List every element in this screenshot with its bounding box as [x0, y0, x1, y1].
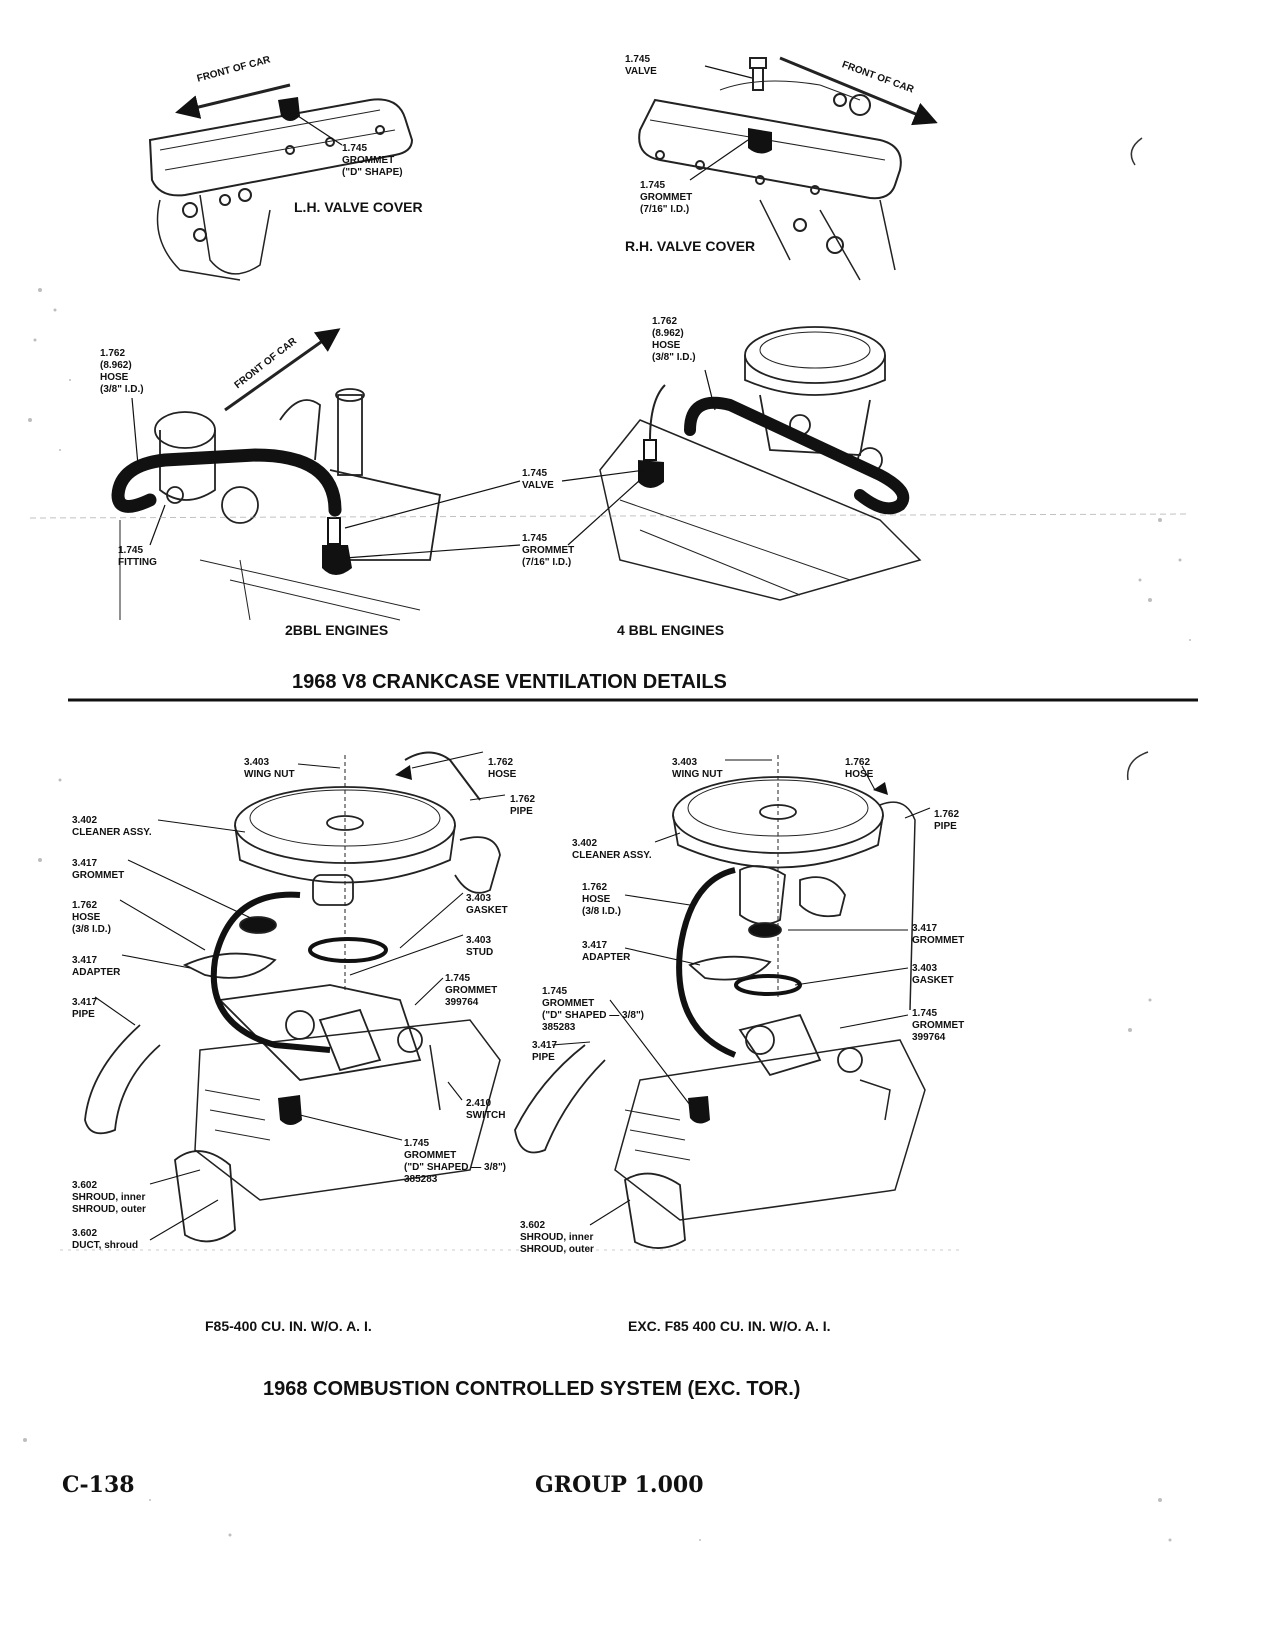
left-grommet-399764-label: 1.745 GROMMET 399764 — [445, 973, 498, 1008]
4bbl-grommet — [638, 460, 664, 488]
f85-d-grommet — [278, 1095, 302, 1125]
4bbl-engines-caption: 4 BBL ENGINES — [617, 622, 725, 638]
left-grommet-3417-label: 3.417 GROMMET — [72, 858, 125, 881]
right-cleaner-label: 3.402 CLEANER ASSY. — [572, 838, 652, 861]
right-hose-id-label: 1.762 HOSE (3/8 I.D.) — [582, 882, 621, 917]
left-switch-label: 2.410 SWITCH — [466, 1098, 506, 1121]
left-hose-id-label: 1.762 HOSE (3/8 I.D.) — [72, 900, 111, 935]
shared-valve-label: 1.745 VALVE — [522, 468, 554, 491]
f85-engine-drawing — [84, 751, 501, 1243]
2bbl-grommet — [322, 545, 352, 575]
right-grommet-d-label: 1.745 GROMMET ("D" SHAPED — 3/8") 385283 — [542, 986, 645, 1033]
right-shroud-label: 3.602 SHROUD, inner SHROUD, outer — [520, 1220, 594, 1255]
lh-d-grommet — [278, 97, 300, 121]
combustion-section-title: 1968 COMBUSTION CONTROLLED SYSTEM (EXC. … — [263, 1378, 801, 1400]
2bbl-fitting-label: 1.745 FITTING — [118, 545, 157, 568]
left-wing-nut-label: 3.403 WING NUT — [244, 757, 295, 780]
left-gasket-label: 3.403 GASKET — [466, 893, 508, 916]
lh-valve-cover-caption: L.H. VALVE COVER — [294, 199, 423, 215]
lh-grommet-label: 1.745 GROMMET ("D" SHAPE) — [342, 143, 403, 178]
2bbl-engines-caption: 2BBL ENGINES — [285, 622, 389, 638]
right-wing-nut-label: 3.403 WING NUT — [672, 757, 723, 780]
left-grommet-d-label: 1.745 GROMMET ("D" SHAPED — 3/8") 385283 — [404, 1138, 507, 1185]
shared-grommet-label: 1.745 GROMMET (7/16" I.D.) — [522, 533, 575, 568]
4bbl-hose — [684, 396, 910, 515]
page-number: C-138 — [62, 1472, 135, 1498]
right-pipe-3417-label: 3.417 PIPE — [532, 1040, 558, 1063]
rh-grommet-label: 1.745 GROMMET (7/16" I.D.) — [640, 180, 693, 215]
rh-grommet — [748, 128, 772, 154]
rh-valve-label: 1.745 VALVE — [625, 54, 657, 77]
left-hose-top-label: 1.762 HOSE — [488, 757, 517, 780]
right-hose-top-label: 1.762 HOSE — [845, 757, 874, 780]
group-label: GROUP 1.000 — [535, 1472, 704, 1498]
f85-caption: F85-400 CU. IN. W/O. A. I. — [205, 1318, 372, 1334]
left-duct-label: 3.602 DUCT, shroud — [72, 1228, 139, 1251]
4bbl-hose-label: 1.762 (8.962) HOSE (3/8" I.D.) — [652, 316, 696, 363]
left-cleaner-label: 3.402 CLEANER ASSY. — [72, 815, 152, 838]
4bbl-engine-drawing — [599, 326, 922, 601]
lh-valve-cover-drawing — [148, 83, 414, 281]
exc-f85-hose — [676, 867, 737, 1058]
left-adapter-label: 3.417 ADAPTER — [72, 955, 121, 978]
f85-hose — [210, 891, 331, 1053]
right-pipe-top-label: 1.762 PIPE — [934, 809, 960, 832]
right-gasket-label: 3.403 GASKET — [912, 963, 954, 986]
2bbl-hose-label: 1.762 (8.962) HOSE (3/8" I.D.) — [100, 348, 144, 395]
scan-noise — [23, 288, 1191, 1542]
2bbl-hose — [111, 448, 342, 517]
left-pipe-3417-label: 3.417 PIPE — [72, 997, 98, 1020]
rh-valve-cover-drawing — [638, 56, 938, 281]
right-grommet-399764-label: 1.745 GROMMET 399764 — [912, 1008, 965, 1043]
exc-f85-engine-drawing — [514, 755, 926, 1249]
exc-f85-caption: EXC. F85 400 CU. IN. W/O. A. I. — [628, 1318, 831, 1334]
left-pipe-top-label: 1.762 PIPE — [510, 794, 536, 817]
exc-f85-d-grommet — [688, 1096, 710, 1124]
left-stud-label: 3.403 STUD — [466, 935, 494, 958]
right-adapter-label: 3.417 ADAPTER — [582, 940, 631, 963]
rh-valve-cover-caption: R.H. VALVE COVER — [625, 238, 756, 254]
right-grommet-3417-label: 3.417 GROMMET — [912, 923, 965, 946]
2bbl-engine-drawing — [119, 328, 442, 621]
left-shroud-label: 3.602 SHROUD, inner SHROUD, outer — [72, 1180, 146, 1215]
crankcase-section-title: 1968 V8 CRANKCASE VENTILATION DETAILS — [292, 671, 727, 693]
